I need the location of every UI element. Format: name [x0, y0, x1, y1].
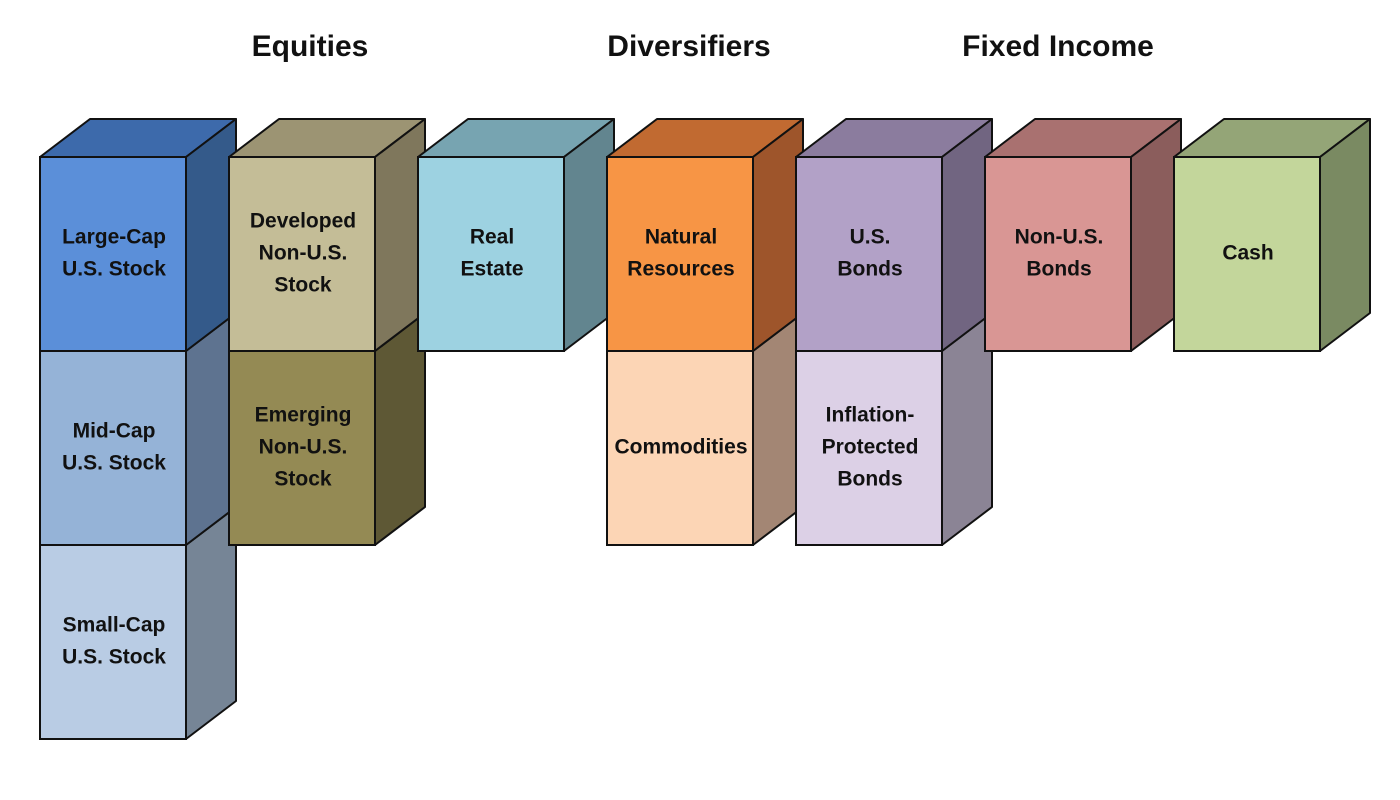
heading-equities: Equities	[251, 30, 369, 63]
cube-side-face	[1319, 118, 1371, 352]
cube-front-face	[795, 156, 943, 352]
cube-front-face	[606, 156, 754, 352]
cube-front-face	[39, 350, 187, 546]
cube-front-face	[984, 156, 1132, 352]
cube-label-line: Bonds	[837, 258, 902, 281]
cube-label-line: Inflation-	[826, 404, 915, 427]
heading-fixed-income: Fixed Income	[962, 30, 1154, 63]
cube-front-face	[228, 350, 376, 546]
cube-label-line: U.S. Stock	[62, 258, 166, 281]
cube-non-us-bonds: Non-U.S. Bonds	[984, 118, 1182, 352]
cube-front-face	[1173, 156, 1321, 352]
cube-label-line: Non-U.S.	[259, 436, 348, 459]
cube-label-line: Stock	[274, 468, 332, 491]
cube-label-line: Resources	[627, 258, 734, 281]
cube-us-bonds: U.S. Bonds	[795, 118, 993, 352]
cube-label-line: Cash	[1222, 242, 1273, 265]
cube-front-face	[228, 156, 376, 352]
cube-label-line: Stock	[274, 274, 332, 297]
cube-label-line: Large-Cap	[62, 226, 166, 249]
cube-cash: Cash	[1173, 118, 1371, 352]
cube-label-line: Bonds	[1026, 258, 1091, 281]
cube-label-line: Non-U.S.	[1015, 226, 1104, 249]
cube-label-line: Commodities	[614, 436, 747, 459]
cube-front-face	[417, 156, 565, 352]
cube-label-line: Estate	[460, 258, 523, 281]
heading-diversifiers: Diversifiers	[607, 30, 771, 63]
cube-label-line: U.S. Stock	[62, 452, 166, 475]
cube-label-line: Small-Cap	[63, 614, 166, 637]
cube-label-line: Protected	[822, 436, 919, 459]
cube-label-line: Emerging	[255, 404, 352, 427]
cube-label-line: Non-U.S.	[259, 242, 348, 265]
cube-label-line: Mid-Cap	[73, 420, 156, 443]
cube-label-line: Developed	[250, 210, 356, 233]
cube-front-face	[39, 156, 187, 352]
cube-label-line: Bonds	[837, 468, 902, 491]
cube-label-line: U.S.	[850, 226, 891, 249]
cube-label-line: Natural	[645, 226, 717, 249]
cube-label-line: U.S. Stock	[62, 646, 166, 669]
cube-front-face	[39, 544, 187, 740]
cube-front-face	[606, 350, 754, 546]
cube-label-line: Real	[470, 226, 514, 249]
